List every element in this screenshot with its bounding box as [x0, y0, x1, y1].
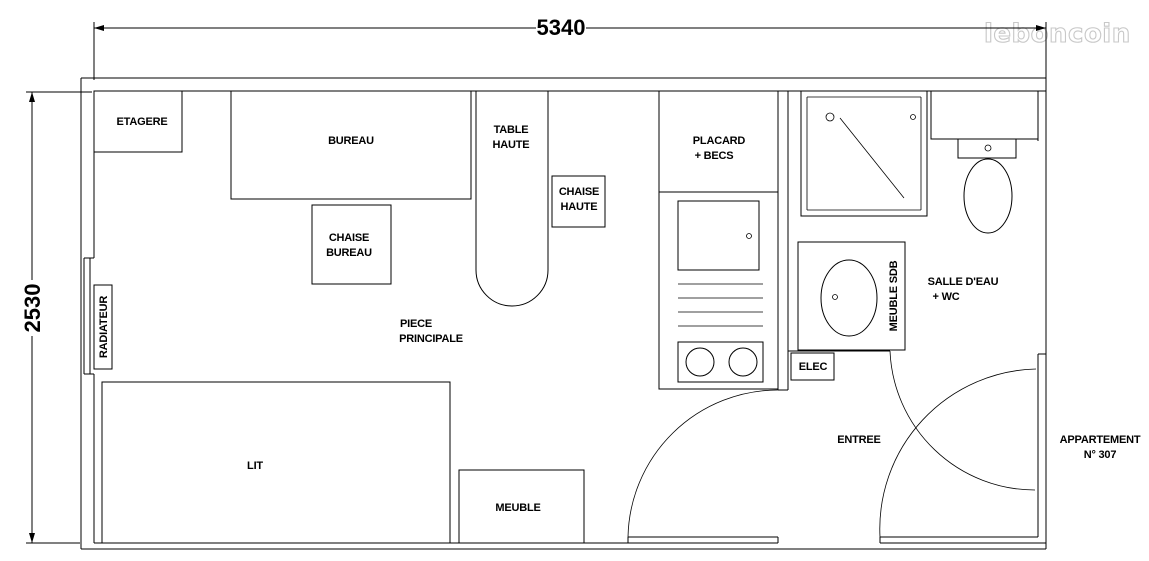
elec-panel: [790, 352, 835, 381]
entry-door-left: [627, 389, 779, 543]
kitchen-unit: [658, 191, 779, 390]
etagere-label: ETAGERE: [117, 116, 168, 128]
meuble-label: MEUBLE: [495, 502, 540, 514]
meuble-sdb: MEUBLE SDB: [797, 241, 906, 351]
meuble: [458, 469, 585, 544]
walls: [80, 77, 1047, 550]
chaise-bureau: [311, 204, 392, 285]
width-dimension: 5340: [93, 15, 1047, 80]
bureau-label: BUREAU: [328, 135, 374, 147]
appartement-label-1: APPARTEMENT: [1060, 434, 1141, 446]
table-haute-label-1: TABLE: [494, 124, 529, 136]
etagere-shelf: [93, 90, 183, 153]
placard-label-1: PLACARD: [693, 135, 746, 147]
radiator-label: RADIATEUR: [98, 296, 110, 358]
width-label: 5340: [537, 15, 586, 40]
table-haute-label-2: HAUTE: [493, 139, 530, 151]
svg-text:MEUBLE SDB: MEUBLE SDB: [888, 260, 900, 331]
burner-2: [728, 347, 758, 377]
shower: [800, 90, 928, 217]
height-label: 2530: [20, 284, 45, 333]
chaise-bureau-label-1: CHAISE: [329, 232, 369, 244]
chaise-haute: [551, 175, 606, 228]
piece-principale-label-1: PIECE: [400, 318, 432, 330]
table-haute: [475, 91, 549, 307]
piece-principale-label-2: PRINCIPALE: [399, 333, 463, 345]
chaise-bureau-label-2: BUREAU: [326, 247, 372, 259]
appartement-label-2: N° 307: [1084, 449, 1117, 461]
elec-label: ELEC: [799, 361, 828, 373]
leboncoin-watermark: leboncoin: [984, 19, 1131, 49]
toilet: [930, 90, 1039, 234]
radiator: RADIATEUR: [83, 257, 113, 375]
entree-label: ENTREE: [837, 434, 880, 446]
main-door: [879, 368, 1037, 543]
fridge: [677, 200, 760, 271]
burner-1: [685, 347, 715, 377]
chaise-haute-label-1: CHAISE: [559, 186, 599, 198]
cooktop: [677, 341, 764, 383]
lit-label: LIT: [247, 460, 263, 472]
chaise-haute-label-2: HAUTE: [561, 201, 598, 213]
salle-eau-label-1: SALLE D'EAU: [928, 276, 999, 288]
bureau-desk: [230, 90, 472, 200]
salle-eau-label-2: + WC: [932, 291, 959, 303]
bed: [101, 381, 451, 544]
height-dimension: 2530: [20, 91, 92, 544]
placard-label-2: + BECS: [695, 150, 734, 162]
bathroom-door: [889, 350, 1039, 537]
